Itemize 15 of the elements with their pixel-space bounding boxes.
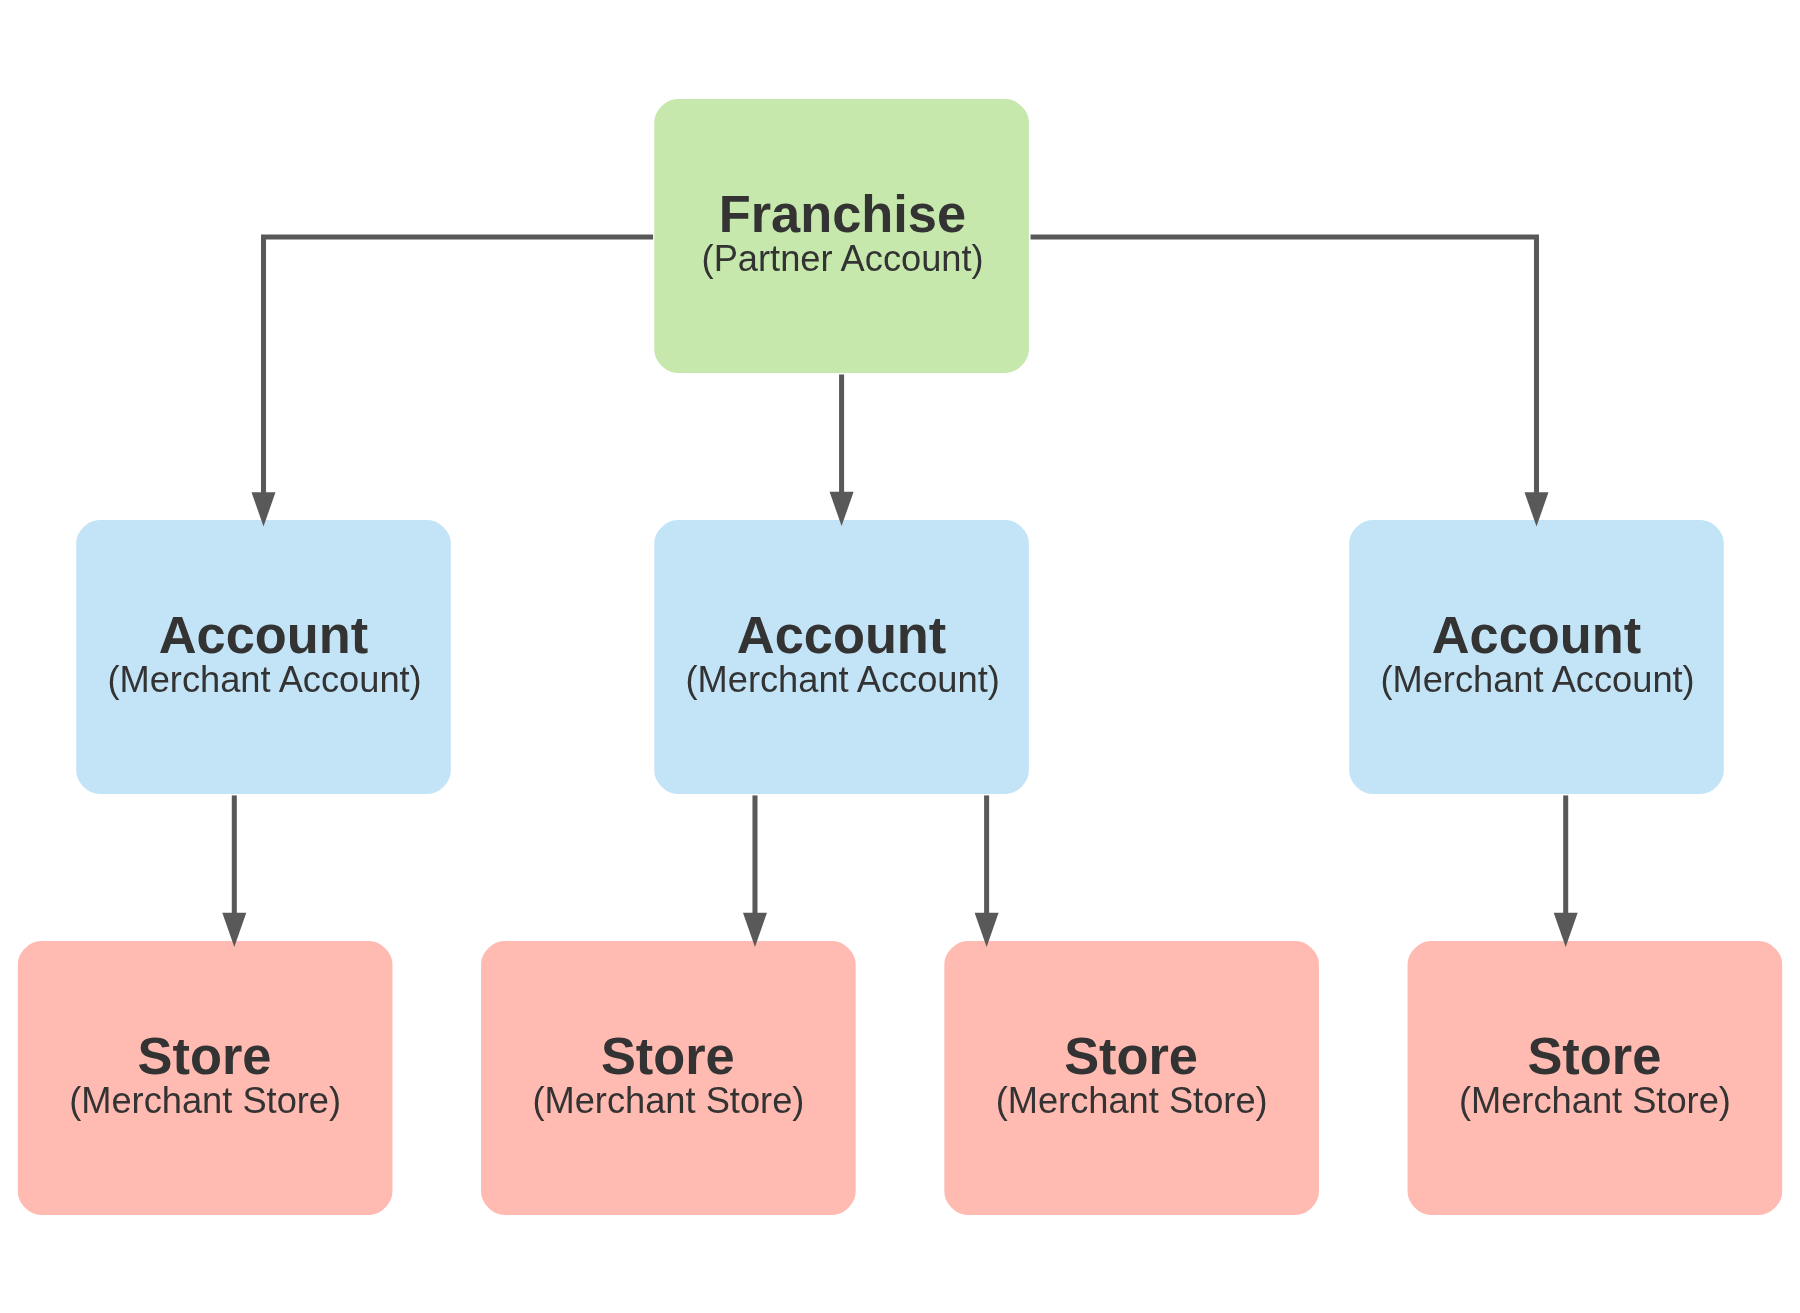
node-box: Account (Merchant Account)	[652, 517, 1031, 796]
arrow	[974, 794, 999, 947]
node-box: Store (Merchant Store)	[479, 938, 858, 1217]
arrow	[742, 794, 767, 947]
arrow	[1030, 234, 1549, 527]
arrow	[829, 373, 854, 526]
node-box: Account (Merchant Account)	[1347, 517, 1726, 796]
node-box: Store (Merchant Store)	[942, 938, 1321, 1217]
node-box: Franchise (Partner Account)	[652, 96, 1031, 375]
node-box: Store (Merchant Store)	[15, 938, 395, 1217]
arrow	[1553, 794, 1578, 947]
arrow	[251, 234, 654, 527]
arrow	[222, 794, 247, 947]
node-box: Account (Merchant Account)	[74, 517, 453, 796]
node-box: Store (Merchant Store)	[1405, 938, 1785, 1217]
